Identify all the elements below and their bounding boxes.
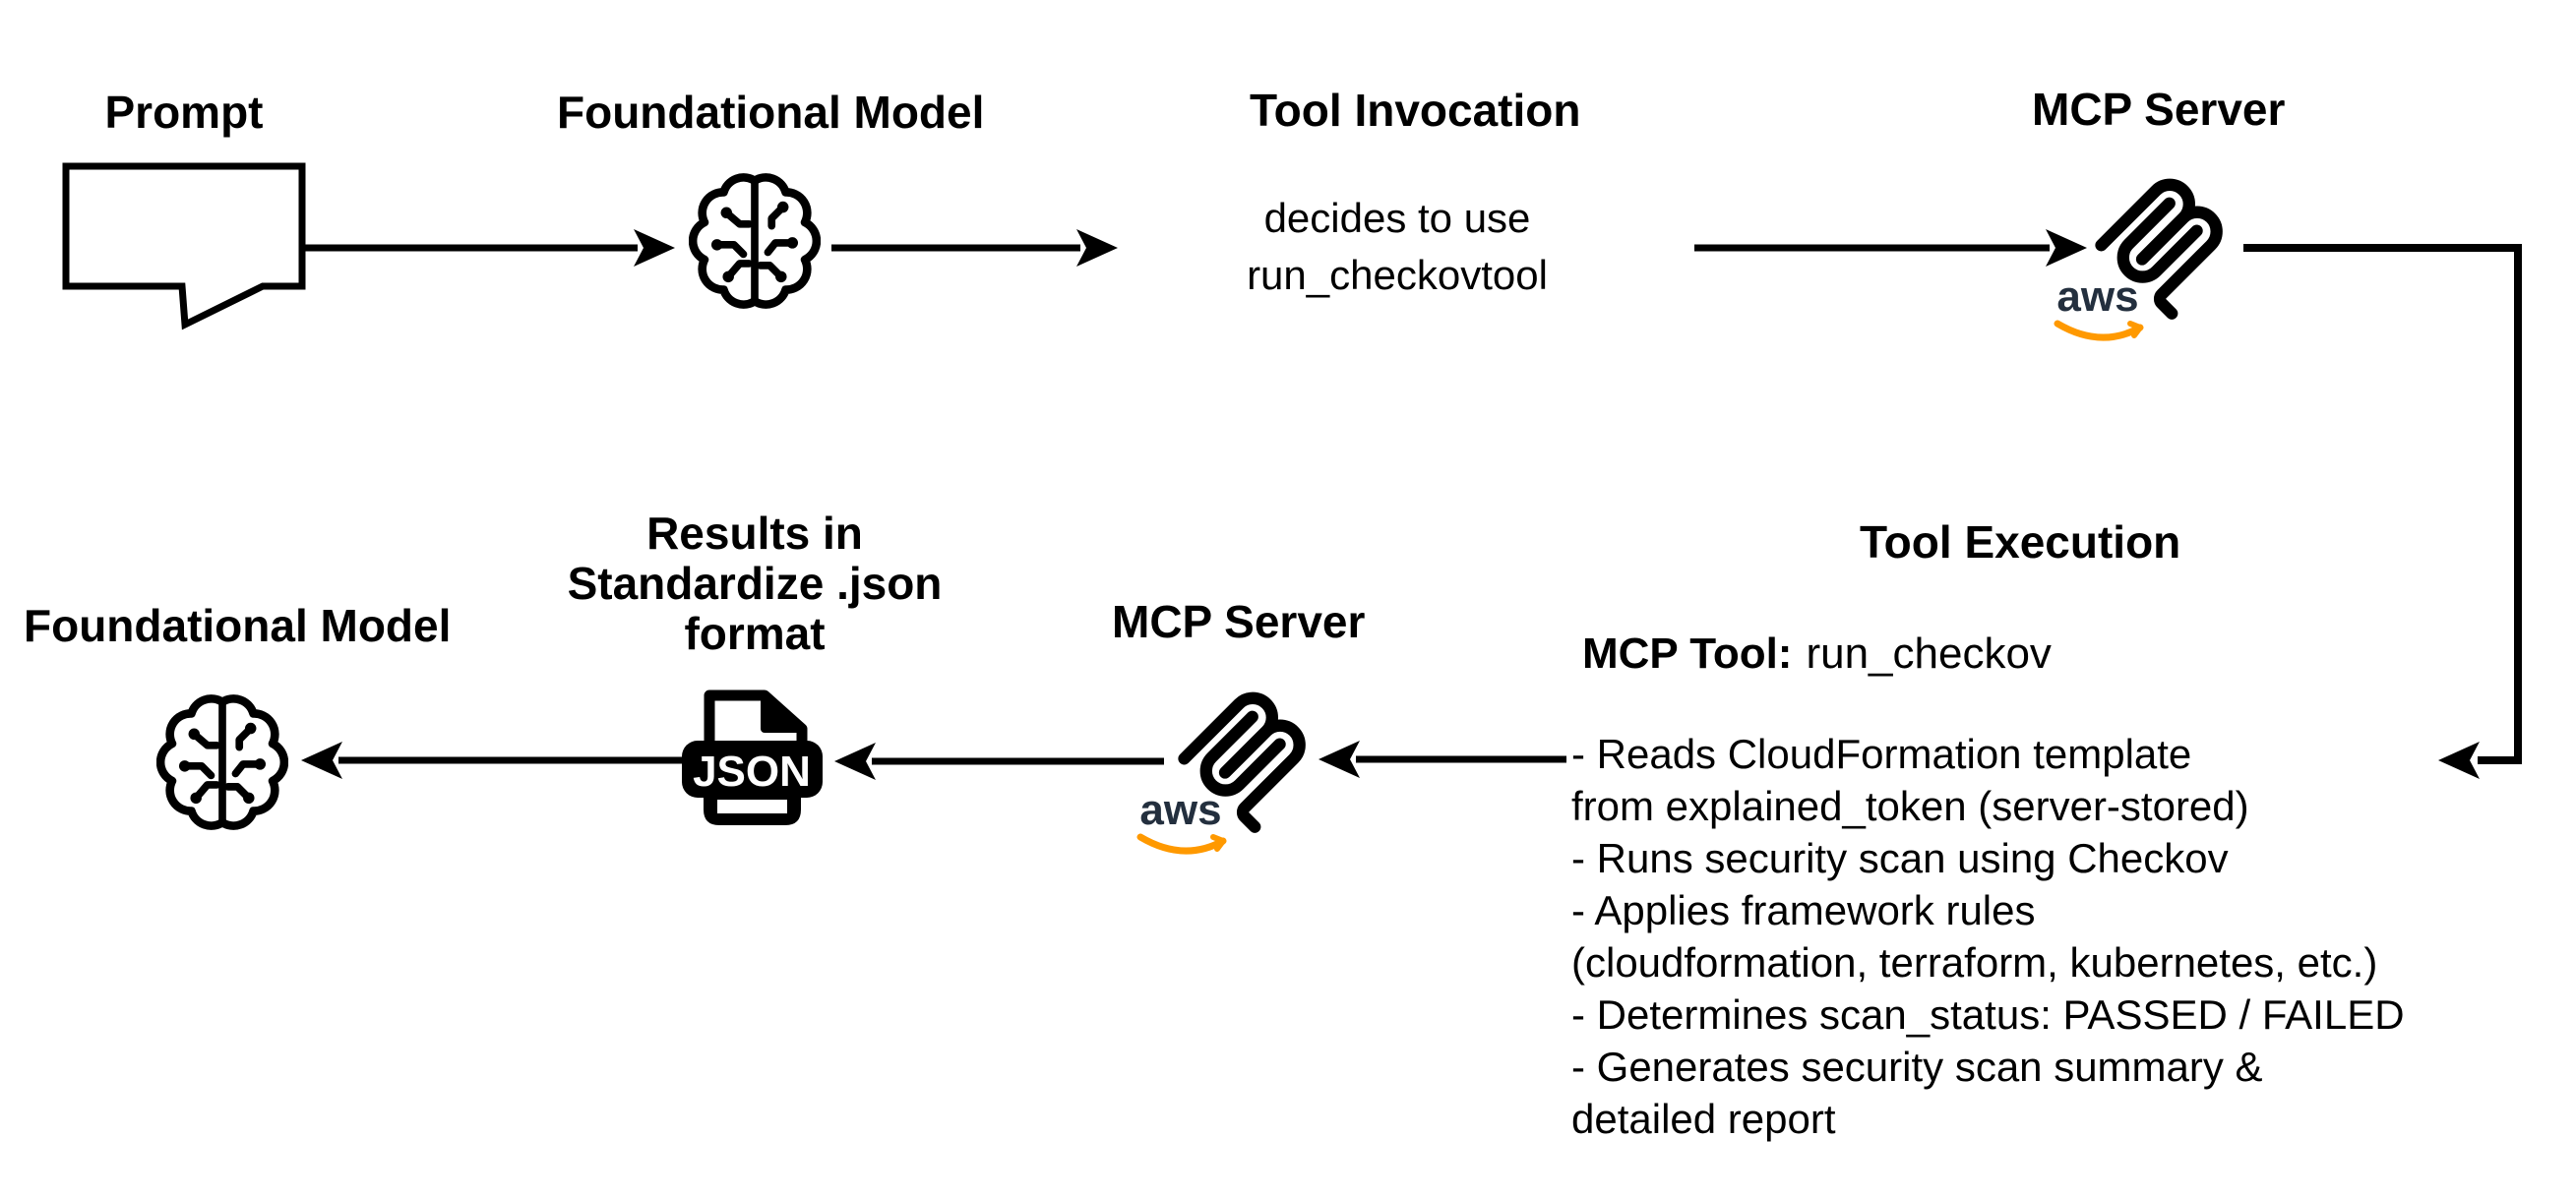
foundational-model-1-label: Foundational Model [557, 87, 985, 138]
brain-icon [156, 694, 288, 830]
mcp-logo-icon [1178, 691, 1306, 833]
detail-line: from explained_token (server-stored) [1571, 783, 2249, 829]
results-line-2: Standardize .json [567, 558, 943, 609]
mcp-server-2-label: MCP Server [1112, 596, 1366, 647]
json-file-icon: JSON [682, 689, 823, 825]
tool-execution-details: - Reads CloudFormation template from exp… [1571, 728, 2477, 1145]
mcp-logo-icon [2095, 178, 2223, 320]
invocation-line-2: run_checkovtool [1247, 252, 1548, 298]
detail-line: - Generates security scan summary & [1571, 1044, 2263, 1090]
tool-invocation-text: decides to use run_checkovtool [1200, 190, 1594, 304]
tool-execution-label: Tool Execution [1860, 516, 2181, 568]
aws-smile-icon [2054, 320, 2144, 341]
mcp-tool-heading-rest: run_checkov [1806, 629, 2052, 678]
arrow-model-to-invocation [831, 229, 1118, 267]
arrow-prompt-to-model [302, 229, 675, 267]
invocation-line-1: decides to use [1263, 195, 1531, 241]
speech-bubble-icon [62, 162, 306, 330]
prompt-label: Prompt [104, 87, 264, 138]
aws-logo-text: aws [2056, 272, 2139, 321]
arrow-mcp-to-execution [2243, 244, 2522, 779]
mcp-server-1-label: MCP Server [2032, 84, 2286, 135]
results-label: Results in Standardize .json format [558, 509, 951, 659]
json-badge-text: JSON [693, 748, 811, 796]
results-line-1: Results in [646, 508, 863, 559]
tool-invocation-label: Tool Invocation [1250, 85, 1581, 136]
arrow-invocation-to-mcp [1694, 229, 2087, 267]
mcp-tool-heading: MCP Tool: run_checkov [1582, 629, 2052, 680]
detail-line: - Reads CloudFormation template [1571, 731, 2192, 777]
detail-line: - Runs security scan using Checkov [1571, 835, 2229, 881]
mcp-server-1-node: aws [2052, 162, 2248, 359]
mcp-server-2-node: aws [1135, 676, 1331, 872]
aws-logo-text: aws [1139, 786, 1222, 834]
results-line-3: format [684, 608, 826, 659]
arrow-json-to-model2 [301, 742, 682, 779]
aws-smile-icon [1136, 833, 1227, 855]
mcp-tool-heading-bold: MCP Tool: [1582, 629, 1793, 678]
detail-line: detailed report [1571, 1096, 1836, 1142]
brain-icon [689, 173, 821, 309]
detail-line: (cloudformation, terraform, kubernetes, … [1571, 939, 2378, 986]
arrow-mcp2-to-json [834, 743, 1164, 780]
detail-line: - Applies framework rules [1571, 887, 2036, 933]
foundational-model-2-label: Foundational Model [24, 600, 452, 651]
arrow-execution-to-mcp2 [1319, 741, 1566, 778]
detail-line: - Determines scan_status: PASSED / FAILE… [1571, 991, 2405, 1038]
